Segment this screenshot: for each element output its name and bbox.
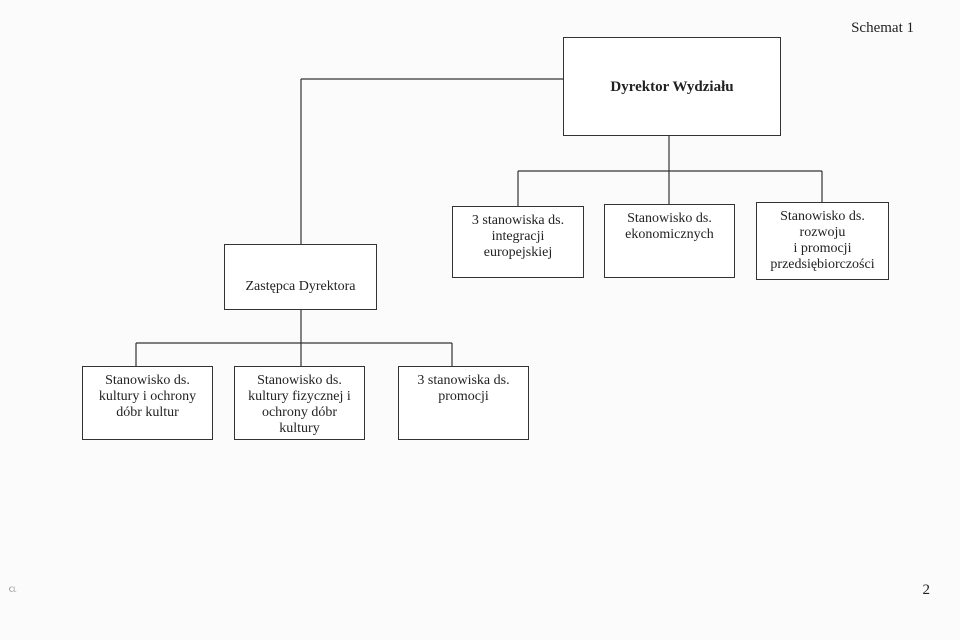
- org-box-director: Dyrektor Wydziału: [563, 37, 781, 136]
- org-box-line: dóbr kultur: [116, 405, 179, 420]
- org-box-line: ekonomicznych: [625, 227, 714, 242]
- page-number: 2: [922, 582, 931, 598]
- org-box-line: kultury i ochrony: [98, 389, 197, 404]
- org-box-line: Stanowisko ds.: [780, 209, 865, 224]
- org-box-line: Stanowisko ds.: [627, 211, 712, 226]
- org-box-line: 3 stanowiska ds.: [471, 213, 565, 228]
- org-box-line: i promocji: [793, 241, 852, 256]
- org-box-line: Stanowisko ds.: [105, 373, 190, 388]
- org-box-entrepreneurship: Stanowisko ds. rozwoju i promocji przeds…: [756, 202, 889, 280]
- org-box-line: integracji: [491, 229, 545, 244]
- org-box-line: Stanowisko ds.: [257, 373, 342, 388]
- org-box-line: rozwoju: [799, 225, 846, 240]
- org-box-culture-heritage: Stanowisko ds. kultury i ochrony dóbr ku…: [82, 366, 213, 440]
- org-box-deputy-line-1: Zastępca Dyrektora: [245, 279, 356, 294]
- org-box-deputy-director: Zastępca Dyrektora: [224, 244, 377, 310]
- org-box-physical-culture: Stanowisko ds. kultury fizycznej i ochro…: [234, 366, 365, 440]
- margin-mark: ರ: [6, 586, 20, 593]
- org-box-economic: Stanowisko ds. ekonomicznych: [604, 204, 735, 278]
- org-box-promotion: 3 stanowiska ds. promocji: [398, 366, 529, 440]
- org-box-line: kultury: [279, 421, 320, 436]
- schemat-label: Schemat 1: [851, 20, 914, 36]
- org-box-line: przedsiębiorczości: [770, 257, 875, 272]
- org-box-line: kultury fizycznej i: [248, 389, 351, 404]
- org-box-director-line-1: Dyrektor Wydziału: [610, 78, 734, 95]
- org-box-line: 3 stanowiska ds.: [417, 373, 510, 388]
- org-box-line: europejskiej: [483, 245, 553, 260]
- org-box-line: ochrony dóbr: [261, 405, 338, 420]
- org-box-line: promocji: [438, 389, 489, 404]
- org-box-european-integration: 3 stanowiska ds. integracji europejskiej: [452, 206, 584, 278]
